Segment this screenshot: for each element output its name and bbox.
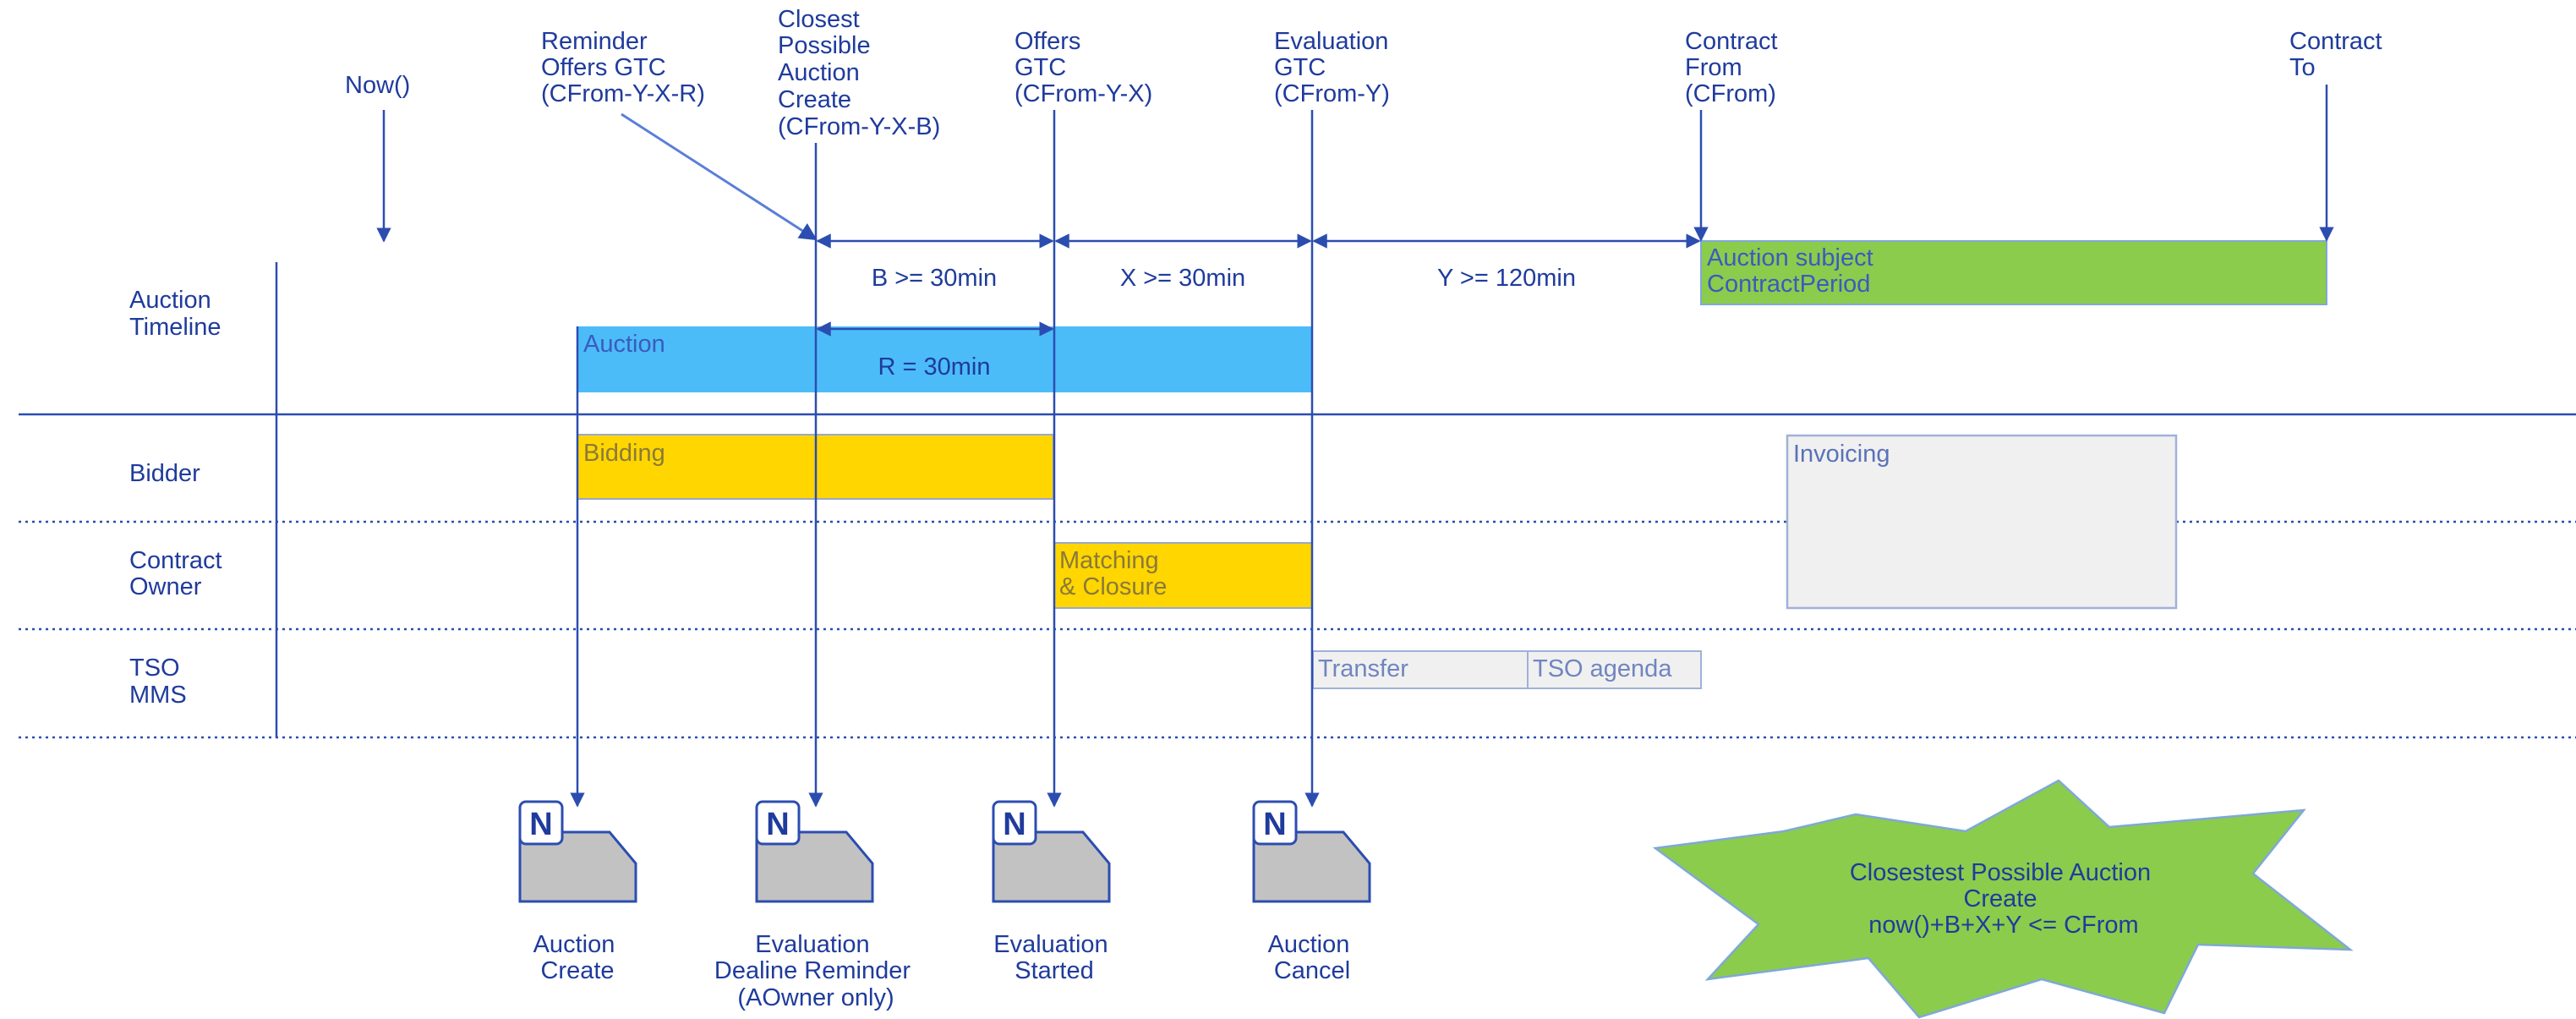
invoicing-box-label: Invoicing (1793, 441, 1890, 468)
matching-closure-box-label: Matching & Closure (1059, 547, 1167, 600)
contract-from-label: Contract From (CFrom) (1685, 28, 1785, 107)
tso-agenda-box-label: TSO agenda (1533, 655, 1672, 682)
bidding-box-label: Bidding (583, 440, 665, 467)
notification-label-auction-cancel: Auction Cancel (1268, 931, 1357, 984)
notification-badge-letter: N (1003, 807, 1025, 842)
interval-b-label: B >= 30min (872, 265, 997, 292)
notification-icon-auction-cancel: N (1252, 800, 1371, 903)
notification-icon-evaluation-started: N (992, 800, 1111, 903)
reminder-offers-gtc-label: Reminder Offers GTC (CFrom-Y-X-R) (541, 28, 705, 107)
contract-to-label: Contract To (2289, 28, 2389, 81)
notification-label-evaluation-started: Evaluation Started (993, 931, 1115, 984)
constraint-burst-shape (1652, 779, 2354, 1019)
contract-period-box-label: Auction subject ContractPeriod (1707, 244, 1880, 298)
auction-box (577, 326, 1312, 392)
notification-icon-auction-create: N (518, 800, 637, 903)
reminder-diagonal-arrow (621, 112, 818, 241)
closest-possible-auction-create-label: Closest Possible Auction Create (CFrom-Y… (778, 6, 940, 140)
notification-badge-letter: N (766, 807, 789, 842)
invoicing-box (1786, 434, 2178, 610)
transfer-box-label: Transfer (1318, 655, 1408, 682)
lane-label-bidder: Bidder (129, 460, 200, 487)
lane-label-auction-timeline: Auction Timeline (129, 287, 222, 341)
notification-label-auction-create: Auction Create (533, 931, 622, 984)
evaluation-gtc-label: Evaluation GTC (CFrom-Y) (1274, 28, 1396, 107)
auction-box-label: Auction (583, 331, 665, 358)
notification-badge-letter: N (1263, 807, 1286, 842)
interval-r-label: R = 30min (878, 353, 991, 381)
lane-label-contract-owner: Contract Owner (129, 547, 229, 600)
now-label: Now() (345, 72, 410, 99)
interval-y-label: Y >= 120min (1437, 265, 1576, 292)
contract-period-box (1700, 240, 2327, 305)
tso-agenda-box (1527, 650, 1702, 689)
offers-gtc-label: Offers GTC (CFrom-Y-X) (1015, 28, 1152, 107)
constraint-burst-text: Closestest Possible Auction Create now()… (1850, 859, 2158, 939)
notification-badge-letter: N (529, 807, 552, 842)
notification-icon-evaluation-reminder: N (755, 800, 874, 903)
notification-label-evaluation-reminder: Evaluation Dealine Reminder (AOwner only… (714, 931, 917, 1011)
lane-label-tso-mms: TSO MMS (129, 655, 187, 709)
interval-x-label: X >= 30min (1120, 265, 1245, 292)
